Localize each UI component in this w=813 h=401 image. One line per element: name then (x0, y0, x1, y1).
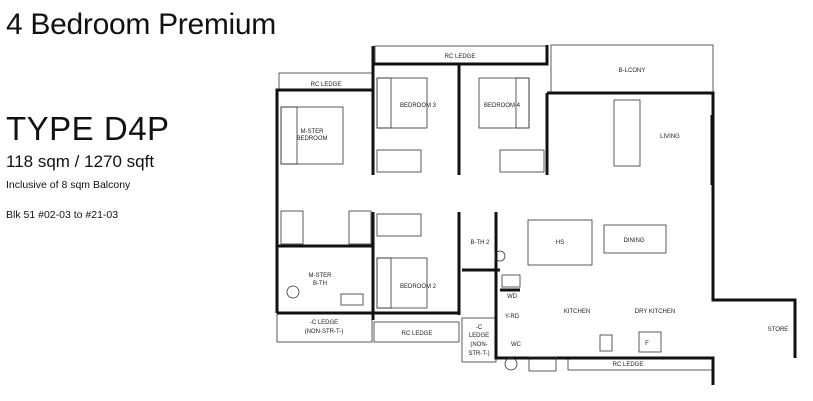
bed-4-headboard (515, 77, 530, 129)
outer-wall-bottom-right (494, 318, 715, 385)
label-dining: DINING (624, 238, 645, 244)
wardrobe-b2 (348, 210, 372, 245)
bed-3-headboard (376, 77, 392, 129)
label-store: STORE (768, 327, 789, 333)
unit-stacks: Blk 51 #02-03 to #21-03 (6, 209, 119, 221)
ac-ledge-left-outline (276, 312, 373, 343)
label-rc-ledge-bottom-mid: RC LEDGE (402, 331, 433, 337)
label-ac-ledge-mid-1: -C (476, 325, 483, 331)
unit-name: 4 Bedroom Premium (6, 8, 276, 41)
label-master-bath-2: B-TH (313, 281, 327, 287)
label-wc: WC (511, 342, 522, 348)
desk-4 (499, 149, 545, 173)
furniture (280, 77, 667, 372)
label-bath-2: B-TH 2 (470, 240, 490, 246)
label-fridge: F (645, 341, 649, 347)
master-toilet (286, 285, 300, 299)
desk-2 (376, 213, 422, 237)
washer (501, 274, 521, 288)
label-rc-ledge-top: RC LEDGE (445, 54, 476, 60)
label-ac-ledge-left-2: (NON-STR-T-) (305, 329, 344, 335)
sofa (613, 99, 641, 167)
label-hs: HS (556, 240, 564, 246)
bath2-toilet (494, 250, 506, 262)
label-yard: Y-RD (505, 314, 520, 320)
label-bedroom-3: BEDROOM 3 (400, 103, 437, 109)
wardrobe-master (280, 210, 304, 245)
stove (599, 334, 613, 352)
outer-wall-top (373, 45, 549, 66)
balcony-note: Inclusive of 8 sqm Balcony (6, 179, 131, 191)
hs-bunker (527, 219, 593, 266)
label-bedroom-2: BEDROOM 2 (400, 284, 437, 290)
wc-toilet (504, 357, 518, 371)
outer-wall-right (547, 91, 797, 358)
fridge (638, 331, 662, 353)
label-bedroom-4: BEDROOM 4 (484, 103, 521, 109)
label-balcony: B-LCONY (619, 68, 646, 74)
master-bed-pillows (280, 106, 298, 165)
label-master-bedroom-1: M-STER (301, 129, 325, 135)
label-ac-ledge-mid-4: STR-T-) (468, 351, 489, 357)
label-master-bedroom-2: BEDROOM (296, 136, 327, 142)
label-wd: WD (507, 294, 518, 300)
unit-area: 118 sqm / 1270 sqft (6, 152, 155, 171)
label-kitchen: KITCHEN (564, 309, 590, 315)
label-ac-ledge-mid-2: LEDGE (469, 333, 489, 339)
walls (275, 45, 797, 385)
label-living: LIVING (660, 134, 680, 140)
label-rc-ledge-bottom-right: RC LEDGE (613, 362, 644, 368)
bed-2-headboard (376, 257, 392, 309)
master-shower (340, 293, 364, 306)
label-rc-ledge-left: RC LEDGE (311, 82, 342, 88)
yard-sink (528, 356, 557, 372)
label-master-bath-1: M-STER (309, 273, 333, 279)
dining-table (603, 224, 667, 254)
label-ac-ledge-mid-3: (NON- (470, 342, 487, 348)
rc-ledge-bottom-mid-outline (373, 321, 460, 343)
desk-3 (376, 149, 422, 173)
unit-info-panel: 4 Bedroom Premium TYPE D4P 118 sqm / 127… (0, 0, 276, 401)
bed-2 (376, 257, 428, 309)
unit-type: TYPE D4P (6, 110, 170, 147)
label-dry-kitchen: DRY KITCHEN (635, 309, 675, 315)
label-ac-ledge-left-1: -C LEDGE (310, 320, 338, 326)
